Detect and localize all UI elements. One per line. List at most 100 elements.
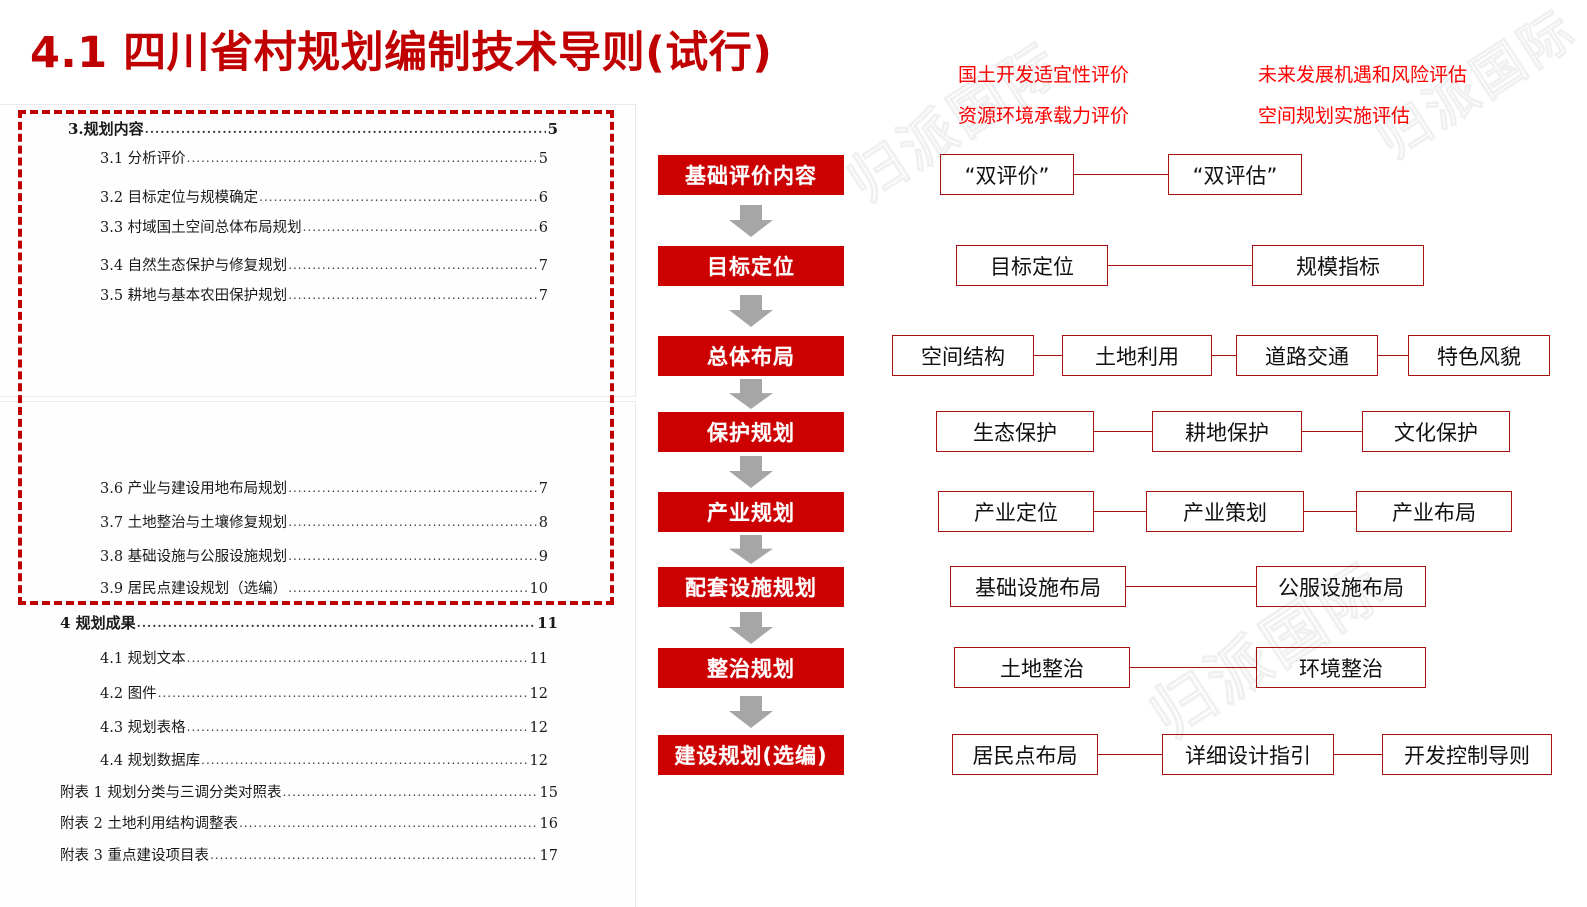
detail-box-3-1[interactable]: 空间结构 [892,335,1034,376]
detail-box-label: 土地利用 [1095,344,1179,369]
toc-leader-dots: ........................................… [282,785,538,799]
detail-box-4-1[interactable]: 生态保护 [936,411,1094,452]
detail-connector [1108,265,1252,266]
flow-stage-label: 目标定位 [707,255,795,279]
flow-down-arrow-icon [729,611,773,644]
toc-leader-dots: ........................................… [288,258,537,272]
flow-stage-8[interactable]: 建设规划(选编) [658,735,844,775]
detail-box-7-2[interactable]: 环境整治 [1256,647,1426,688]
toc-entry[interactable]: 4.1 规划文本................................… [100,647,548,668]
detail-box-6-1[interactable]: 基础设施布局 [950,566,1126,607]
toc-entry-page: 9 [538,549,548,565]
detail-box-8-1[interactable]: 居民点布局 [952,734,1098,775]
detail-box-8-3[interactable]: 开发控制导则 [1382,734,1552,775]
toc-entry-page: 5 [538,151,548,167]
toc-leader-dots: ........................................… [209,848,538,862]
detail-box-1-2[interactable]: “双评估” [1168,154,1302,195]
detail-box-4-3[interactable]: 文化保护 [1362,411,1510,452]
detail-connector [1302,431,1362,432]
detail-box-label: 详细设计指引 [1185,743,1311,768]
flow-stage-label: 产业规划 [707,501,795,525]
detail-box-label: 生态保护 [973,420,1057,445]
toc-entry-label: 3.7 土地整治与土壤修复规划 [100,515,288,531]
flow-stage-label: 整治规划 [707,657,795,681]
toc-entry[interactable]: 3.5 耕地与基本农田保护规划.........................… [100,284,548,305]
toc-entry[interactable]: 4.2 图件..................................… [100,682,548,703]
toc-entry-label: 附表 1 规划分类与三调分类对照表 [60,785,282,801]
toc-entry-label: 3.5 耕地与基本农田保护规划 [100,288,288,304]
toc-leader-dots: ........................................… [144,122,546,136]
flow-stage-5[interactable]: 产业规划 [658,492,844,532]
toc-entry-page: 17 [539,848,558,864]
toc-leader-dots: ........................................… [288,481,537,495]
document-page-upper [0,104,636,397]
toc-entry[interactable]: 3.8 基础设施与公服设施规划.........................… [100,545,548,566]
detail-box-label: 空间结构 [921,344,1005,369]
toc-entry[interactable]: 4.4 规划数据库...............................… [100,749,548,770]
flow-stage-6[interactable]: 配套设施规划 [658,567,844,607]
toc-entry-page: 7 [538,481,548,497]
toc-entry-page: 7 [538,288,548,304]
toc-leader-dots: ........................................… [186,651,528,665]
detail-box-3-2[interactable]: 土地利用 [1062,335,1212,376]
toc-entry-label: 4 规划成果 [60,614,136,632]
toc-entry-page: 11 [529,651,548,667]
toc-leader-dots: ........................................… [186,151,537,165]
detail-connector [1130,667,1256,668]
toc-entry[interactable]: 3.规划内容..................................… [68,118,558,139]
annotation-spatial-plan-implementation: 空间规划实施评估 [1258,105,1411,127]
detail-box-label: 基础设施布局 [975,575,1101,600]
toc-entry[interactable]: 3.7 土地整治与土壤修复规划.........................… [100,511,548,532]
detail-box-8-2[interactable]: 详细设计指引 [1162,734,1334,775]
detail-box-5-2[interactable]: 产业策划 [1146,491,1304,532]
detail-connector [1074,174,1168,175]
detail-box-6-2[interactable]: 公服设施布局 [1256,566,1426,607]
toc-leader-dots: ........................................… [201,753,527,767]
toc-entry[interactable]: 3.3 村域国土空间总体布局规划........................… [100,216,548,237]
toc-entry[interactable]: 3.1 分析评价................................… [100,147,548,168]
page-title: 4.1 四川省村规划编制技术导则(试行) [30,28,773,78]
toc-entry[interactable]: 附表 3 重点建设项目表............................… [60,844,558,865]
toc-entry[interactable]: 3.6 产业与建设用地布局规划.........................… [100,477,548,498]
flow-down-arrow-icon [729,535,773,564]
detail-box-label: 特色风貌 [1437,344,1521,369]
detail-connector [1094,511,1146,512]
detail-box-7-1[interactable]: 土地整治 [954,647,1130,688]
detail-box-5-3[interactable]: 产业布局 [1356,491,1512,532]
toc-entry-label: 4.4 规划数据库 [100,753,201,769]
detail-box-3-4[interactable]: 特色风貌 [1408,335,1550,376]
flow-stage-1[interactable]: 基础评价内容 [658,155,844,195]
detail-box-2-2[interactable]: 规模指标 [1252,245,1424,286]
detail-box-4-2[interactable]: 耕地保护 [1152,411,1302,452]
flow-down-arrow-icon [729,379,773,409]
toc-entry-page: 6 [538,190,548,206]
toc-entry-label: 3.1 分析评价 [100,151,186,167]
toc-leader-dots: ........................................… [157,686,528,700]
detail-box-5-1[interactable]: 产业定位 [938,491,1094,532]
flow-stage-4[interactable]: 保护规划 [658,412,844,452]
flow-stage-3[interactable]: 总体布局 [658,336,844,376]
detail-box-label: 产业定位 [974,500,1058,525]
toc-entry[interactable]: 附表 2 土地利用结构调整表..........................… [60,812,558,833]
detail-box-1-1[interactable]: “双评价” [940,154,1074,195]
toc-entry-label: 3.3 村域国土空间总体布局规划 [100,220,302,236]
detail-box-label: 开发控制导则 [1404,743,1530,768]
toc-entry[interactable]: 附表 1 规划分类与三调分类对照表.......................… [60,781,558,802]
flow-stage-7[interactable]: 整治规划 [658,648,844,688]
toc-entry[interactable]: 4 规划成果..................................… [60,612,558,633]
toc-entry[interactable]: 4.3 规划表格................................… [100,716,548,737]
detail-box-label: 产业策划 [1183,500,1267,525]
toc-entry[interactable]: 3.2 目标定位与规模确定...........................… [100,186,548,207]
detail-box-2-1[interactable]: 目标定位 [956,245,1108,286]
document-page-lower [0,401,636,907]
toc-entry[interactable]: 3.9 居民点建设规划（选编）.........................… [100,577,548,598]
detail-box-3-3[interactable]: 道路交通 [1236,335,1378,376]
flow-down-arrow-icon [729,456,773,488]
detail-box-label: 文化保护 [1394,420,1478,445]
detail-connector [1094,431,1152,432]
toc-entry[interactable]: 3.4 自然生态保护与修复规划.........................… [100,254,548,275]
flow-stage-label: 基础评价内容 [685,164,817,188]
detail-box-label: 道路交通 [1265,344,1349,369]
flow-stage-label: 总体布局 [707,345,795,369]
flow-stage-2[interactable]: 目标定位 [658,246,844,286]
